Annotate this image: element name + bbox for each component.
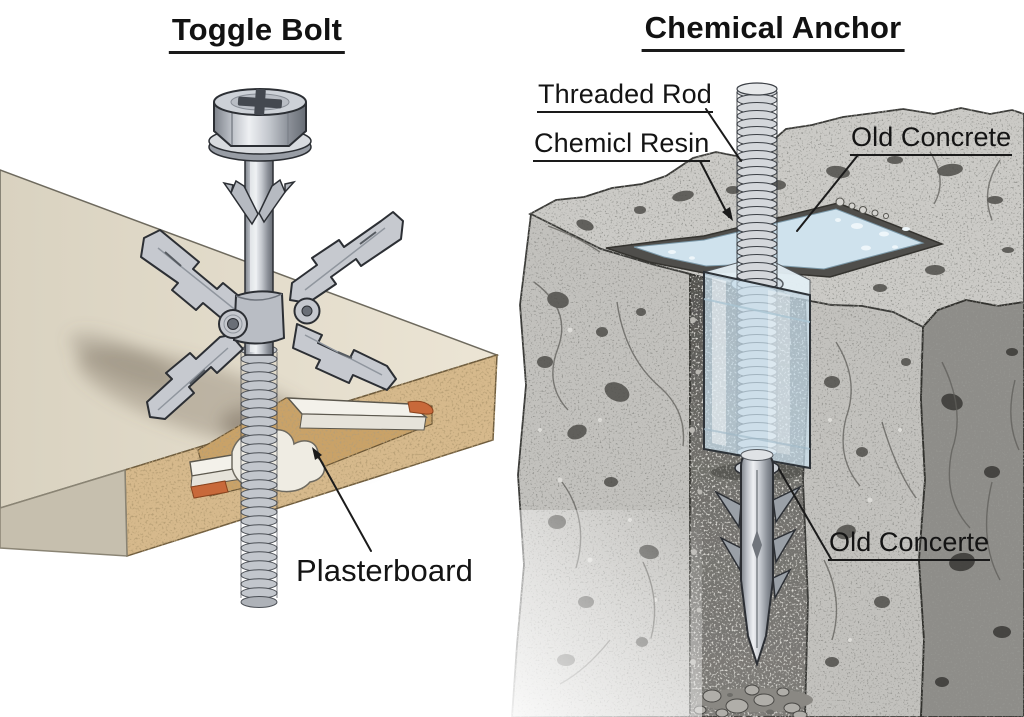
phillips-recess <box>237 88 283 116</box>
white-fade <box>492 510 702 717</box>
leader-lines <box>312 108 859 560</box>
barb-right-3 <box>772 568 792 601</box>
resin-bubbles <box>668 218 910 260</box>
leader-chemical-resin <box>699 160 730 218</box>
callout-old-concrete-bottom: Old Concerte <box>828 527 991 561</box>
board-endcap-face <box>0 468 128 557</box>
leader-old-concrete-top <box>796 154 859 232</box>
paper-curl-right <box>407 400 434 415</box>
arrowhead-plasterboard <box>312 447 322 460</box>
paper-strip-left <box>190 480 229 499</box>
rim-stones <box>835 197 889 219</box>
toggle-bolt-body <box>208 88 321 356</box>
barb-right-2 <box>772 528 797 565</box>
leader-old-concrete-bottom <box>778 468 832 560</box>
toggle-bolt-illustration <box>0 88 500 608</box>
rod-bottom-cap <box>240 596 278 608</box>
toggle-wings <box>140 211 404 420</box>
callout-old-concrete-top: Old Concrete <box>850 122 1013 156</box>
concrete-dark-face <box>918 299 1024 717</box>
callout-plasterboard: Plasterboard <box>296 553 473 588</box>
right-panel-title: Chemical Anchor <box>641 10 905 52</box>
anchor-sleeve <box>713 449 803 668</box>
callout-chemical-resin: Chemicl Resin <box>533 128 711 162</box>
pivot-collar <box>218 290 321 345</box>
wing-lower-right <box>292 323 397 391</box>
leader-threaded-rod <box>705 108 742 162</box>
hex-head <box>208 88 312 162</box>
leader-plasterboard <box>315 451 372 552</box>
arrowhead-chemical-resin <box>722 207 733 221</box>
resin-cartridge-front <box>703 270 811 470</box>
resin-recess <box>605 197 945 278</box>
spring-tabs <box>222 178 297 226</box>
barb-right-1 <box>772 485 803 525</box>
callout-threaded-rod: Threaded Rod <box>537 79 713 113</box>
rubble-pile <box>693 684 813 717</box>
chemical-anchor-illustration <box>492 82 1024 717</box>
rod-top-cap <box>736 82 778 96</box>
crack-lines <box>533 151 1020 685</box>
aggregate-blobs-dark <box>935 348 1018 687</box>
left-panel-title: Toggle Bolt <box>168 12 346 54</box>
